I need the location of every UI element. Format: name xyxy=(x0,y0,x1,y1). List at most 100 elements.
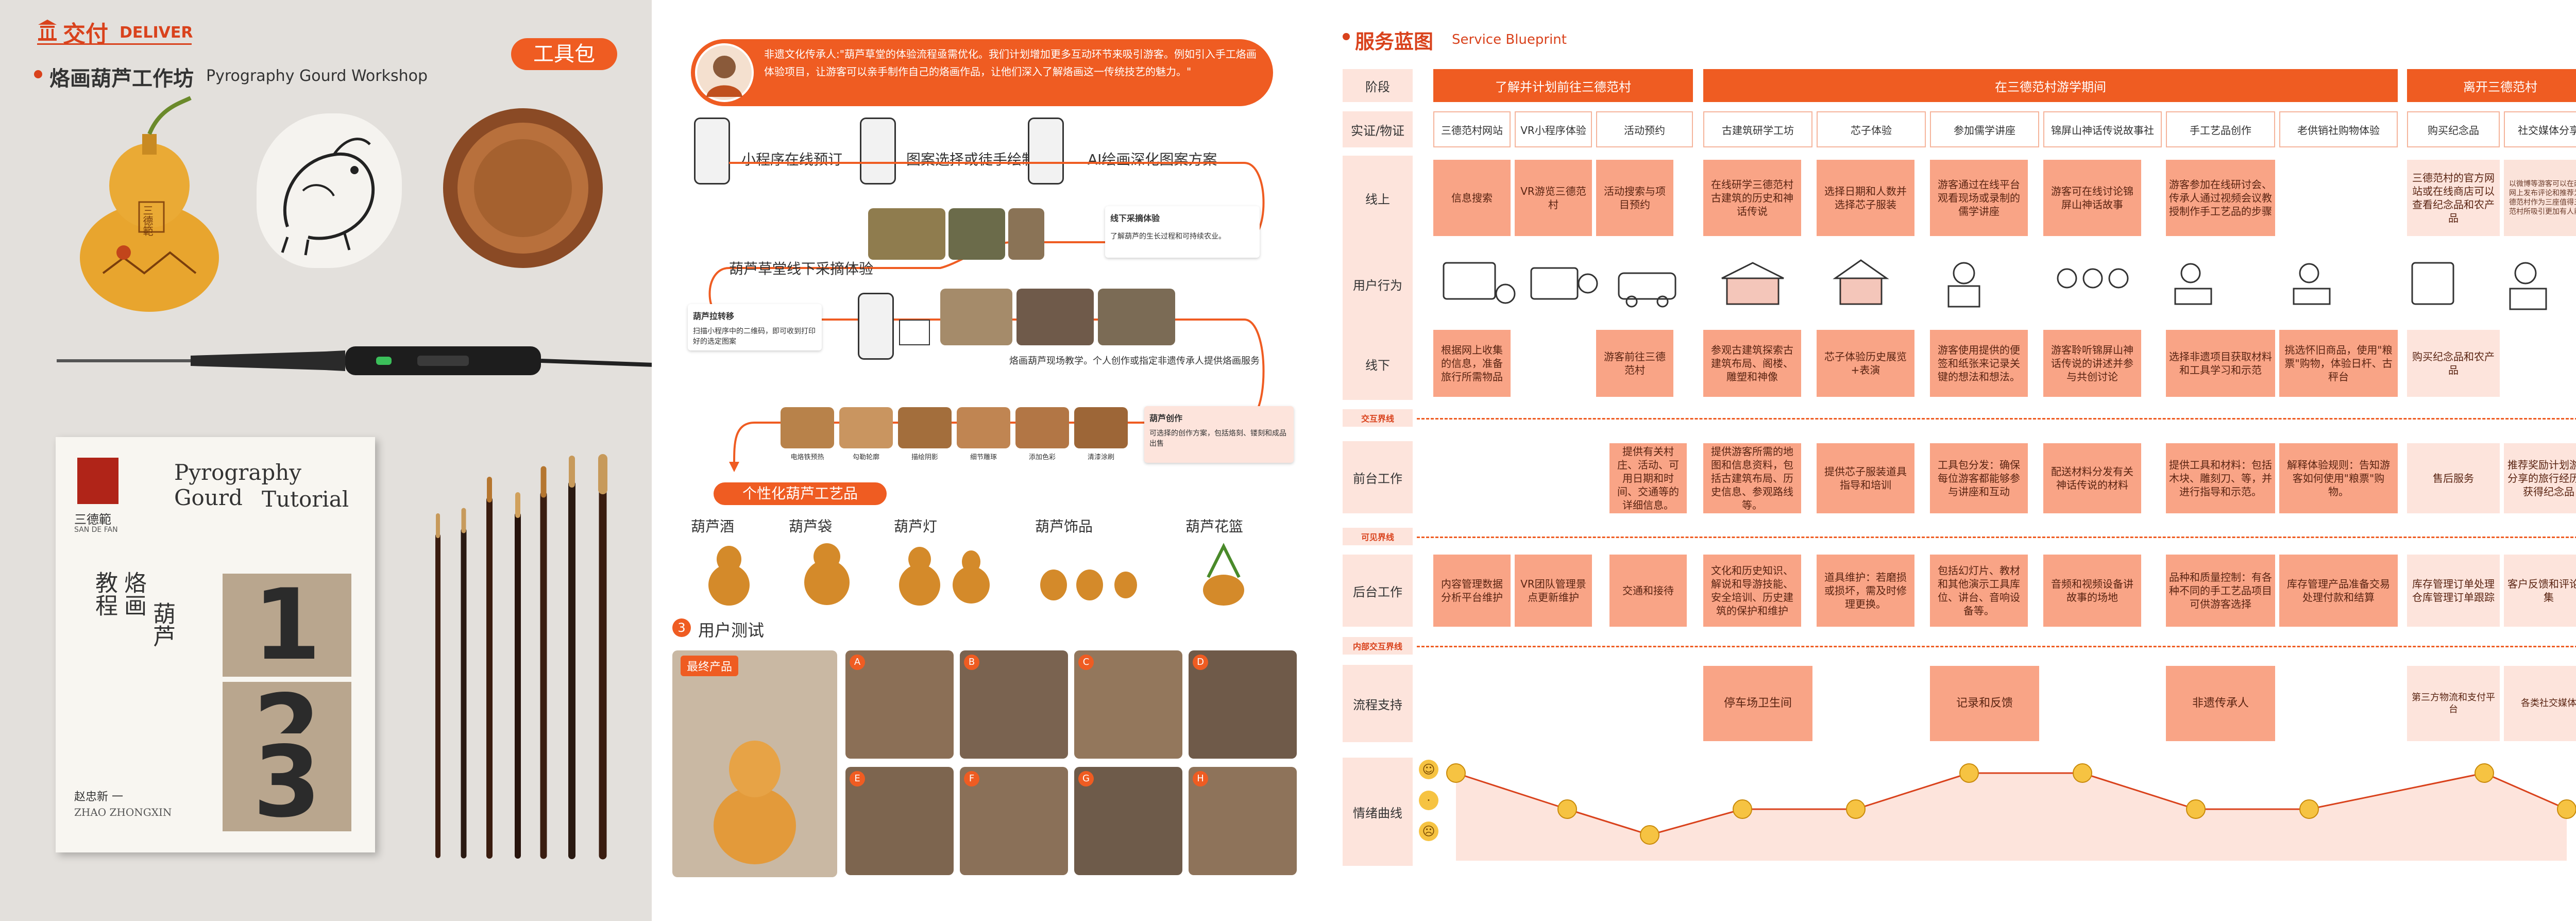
products-title: 个性化葫芦工艺品 xyxy=(714,482,887,505)
front-cell: 解释体验规则：告知游客如何使用"粮票"购物。 xyxy=(2279,443,2398,513)
phone-mockup-2 xyxy=(860,118,896,185)
back-cell: 品种和质量控制：有各种不同的手工艺品项目可供游客选择 xyxy=(2166,555,2275,627)
title-underline xyxy=(37,43,192,45)
front-cell: 提供有关村庄、活动、可用日期和时间、交通等的详细信息。 xyxy=(1609,443,1687,513)
row-label-user: 用户行为 xyxy=(1343,240,1413,328)
offline-cell: 芯子体验历史展览+表演 xyxy=(1817,330,1914,397)
front-cell: 配送材料分发有关神话传说的材料 xyxy=(2043,443,2141,513)
offline-cell: 游客聆听锦屏山神话传说的讲述并参与共创讨论 xyxy=(2043,330,2141,397)
inheritor-quote: 非遗文化传承人:"葫芦草堂的体验流程亟需优化。我们计划增加更多互动环节来吸引游客… xyxy=(764,48,1257,78)
book-title-en-1: Pyrography Gourd xyxy=(174,460,302,510)
stage-during: 在三德范村游学期间 xyxy=(1703,69,2398,102)
test-photo: C xyxy=(1074,650,1182,759)
visibility-line xyxy=(1417,537,2576,538)
back-cell: 包括幻灯片、教材和其他演示工具库位、讲台、音响设备等。 xyxy=(1930,555,2028,627)
process-steps: 电烙铁预热 勾勒轮廓 描绘阴影 细节雕琢 添加色彩 清漆涂刷 xyxy=(781,407,1136,469)
test-photo: A xyxy=(845,650,954,759)
online-cell: 游客参加在线研讨会、传承人通过视频会议教授制作手工艺品的步骤 xyxy=(2166,160,2275,236)
online-cell: 选择日期和人数并选择芯子服装 xyxy=(1817,160,1914,236)
final-product-tag: 最终产品 xyxy=(681,656,739,676)
tutorial-book: 三德範 SAN DE FAN Pyrography Gourd Tutorial… xyxy=(56,437,375,852)
photo-teach-2 xyxy=(1016,289,1094,345)
process-label: 电烙铁预热 xyxy=(790,454,824,461)
offline-cell: 购买纪念品和农产品 xyxy=(2407,330,2500,397)
process-photo xyxy=(957,407,1010,448)
front-cell: 提供芯子服装道具指导和培训 xyxy=(1817,443,1914,513)
product-label: 葫芦灯 xyxy=(894,518,938,535)
phone-mockup-3 xyxy=(1028,118,1064,185)
process-photo xyxy=(1074,407,1128,448)
online-cell: 以微博等游客可以在两个网上发布评论和推荐为三德范村作为三座值得三德范村所吸引更加… xyxy=(2504,160,2576,236)
test-photo: E xyxy=(845,767,954,875)
process-photo xyxy=(898,407,952,448)
emotion-point xyxy=(1959,763,1979,783)
emotion-point xyxy=(1640,825,1659,845)
internal-line xyxy=(1417,646,2576,647)
printer-icon xyxy=(899,320,930,345)
teach-label: 烙画葫芦现场教学。个人创作或指定非遗传承人提供烙画服务 xyxy=(1009,356,1260,366)
gourd-stamp: 三德範 xyxy=(141,205,154,236)
offline-cell: 选择非遗项目获取材料和工具学习和示范 xyxy=(2166,330,2275,397)
row-label-stage: 阶段 xyxy=(1343,69,1413,102)
emotion-point xyxy=(1733,799,1752,819)
evidence-item: 手工艺品创作 xyxy=(2166,111,2275,147)
support-cell: 各类社交媒体 xyxy=(2504,666,2576,741)
create-card-title: 葫芦创作 xyxy=(1149,413,1183,423)
back-cell: 道具维护：若磨损或损坏，需及时修理更换。 xyxy=(1817,555,1914,627)
transfer-card-title: 葫芦拉转移 xyxy=(693,311,735,321)
support-cell: 第三方物流和支付平台 xyxy=(2407,666,2500,741)
emotion-sad-icon: ☹ xyxy=(1419,822,1438,841)
test-photo: F xyxy=(960,767,1068,875)
emotion-point xyxy=(1557,799,1577,819)
offline-card-desc: 了解葫芦的生长过程和可持续农业。 xyxy=(1110,232,1226,241)
emotion-point xyxy=(1846,799,1866,819)
process-photo xyxy=(839,407,893,448)
front-cell: 售后服务 xyxy=(2407,443,2500,513)
photo-harvest-3 xyxy=(1008,208,1044,260)
book-title-cn-1: 烙画 xyxy=(120,571,146,616)
online-cell: 游客可在线讨论锦屏山神话故事 xyxy=(2043,160,2141,236)
photo-teach-3 xyxy=(1098,289,1175,345)
evidence-item: 老供销社购物体验 xyxy=(2279,111,2398,147)
blueprint-panel: 服务蓝图 Service Blueprint 阶段 实证/物证 线上 用户行为 … xyxy=(1324,0,2576,921)
back-cell: 内容管理数据分析平台维护 xyxy=(1433,555,1511,627)
workshop-title-en: Pyrography Gourd Workshop xyxy=(206,67,428,85)
book-author-en: ZHAO ZHONGXIN xyxy=(74,806,172,818)
deliver-panel: 交付 DELIVER 烙画葫芦工作坊 Pyrography Gourd Work… xyxy=(0,0,655,921)
row-label-online: 线上 xyxy=(1343,156,1413,240)
interaction-line xyxy=(1417,418,2576,420)
online-cell: 游客通过在线平台观看现场或录制的儒学讲座 xyxy=(1930,160,2028,236)
book-title-en-2: Tutorial xyxy=(262,487,349,512)
front-cell: 提供游客所需的地图和信息资料，包括古建筑布局、历史信息、参观路线等。 xyxy=(1703,443,1801,513)
book-title-cn-2: 葫芦 xyxy=(149,602,175,647)
section-title-en: DELIVER xyxy=(120,24,193,42)
process-label: 细节雕琢 xyxy=(970,454,997,461)
back-cell: VR团队管理景点更新维护 xyxy=(1515,555,1592,627)
test-photo: G xyxy=(1074,767,1182,875)
evidence-item: 购买纪念品 xyxy=(2407,111,2500,147)
offline-cell: 根据网上收集的信息，准备旅行所需物品 xyxy=(1433,330,1511,397)
photo-teach-1 xyxy=(940,289,1012,345)
online-cell: 活动搜索与项目预约 xyxy=(1596,160,1673,236)
emotion-point xyxy=(2557,799,2576,819)
emotion-point xyxy=(2186,799,2206,819)
qilin-drawing xyxy=(257,113,402,268)
product-label: 葫芦饰品 xyxy=(1035,518,1093,535)
test-photo-grid: A B C D E F G H xyxy=(845,650,1299,877)
evidence-item: 参加儒学讲座 xyxy=(1930,111,2039,147)
back-cell: 库存管理产品准备交易处理付款和结算 xyxy=(2279,555,2398,627)
row-label-emotion: 情绪曲线 xyxy=(1343,758,1413,866)
pyrography-pen xyxy=(57,335,655,387)
emotion-area xyxy=(1456,773,2567,861)
product-images xyxy=(693,536,1280,608)
back-cell: 音频和视频设备讲故事的场地 xyxy=(2043,555,2141,627)
process-photo xyxy=(1015,407,1069,448)
quote-bubble: 非遗文化传承人:"葫芦草堂的体验流程亟需优化。我们计划增加更多互动环节来吸引游客… xyxy=(691,39,1273,106)
stage-before: 了解并计划前往三德范村 xyxy=(1433,69,1693,102)
offline-cell: 参观古建筑探索古建筑布局、阁楼、雕塑和神像 xyxy=(1703,330,1801,397)
workshop-title-cn: 烙画葫芦工作坊 xyxy=(49,67,194,91)
evidence-item: 社交媒体分享 xyxy=(2504,111,2576,147)
phone-mockup-4 xyxy=(858,293,894,360)
front-cell: 提供工具和材料：包括木块、雕刻刀、等，并进行指导和示范。 xyxy=(2166,443,2275,513)
blueprint-title-cn: 服务蓝图 xyxy=(1355,30,1434,53)
